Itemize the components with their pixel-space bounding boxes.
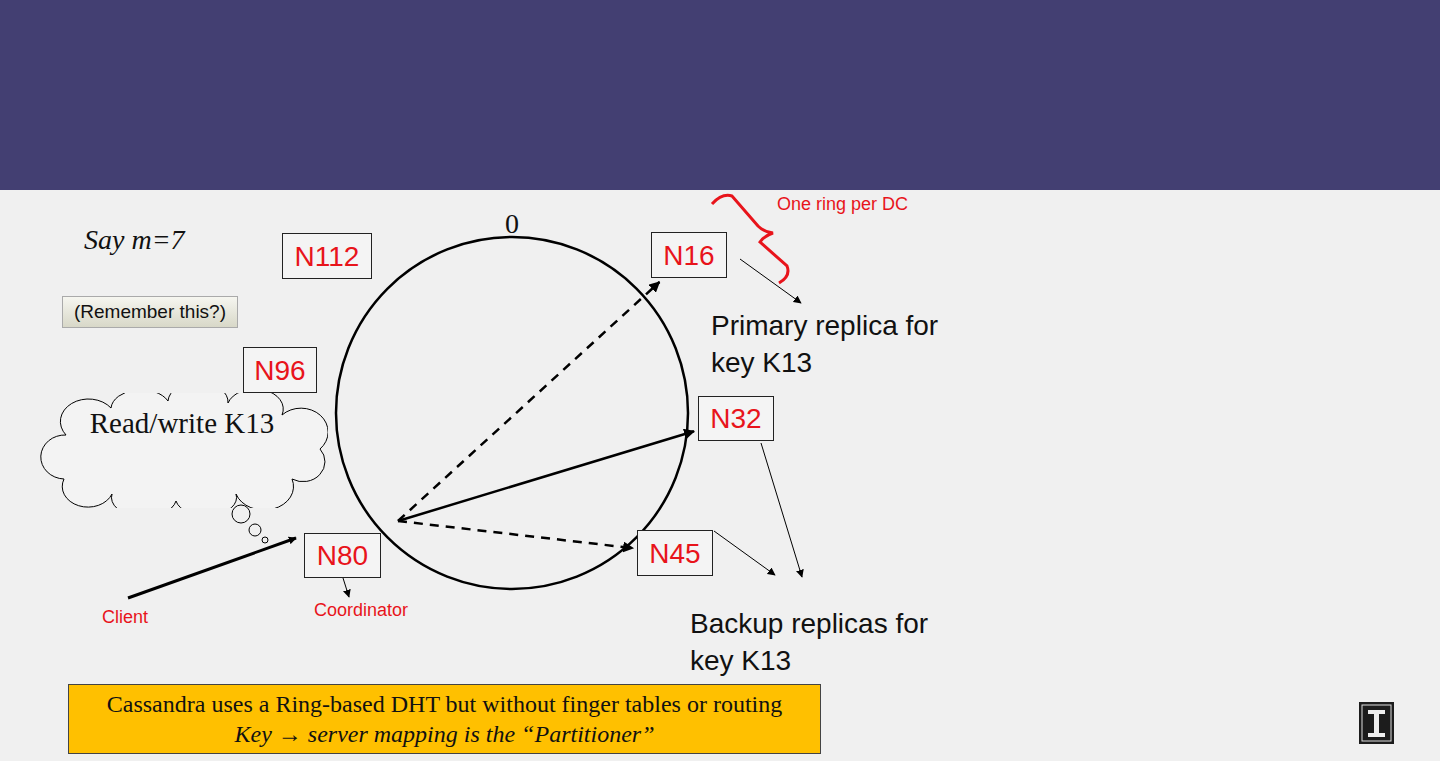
thought-bubble — [232, 505, 250, 523]
replica-note: Backup replicas for key K13 — [690, 605, 970, 679]
node-text: N96 — [254, 353, 305, 388]
node-text: Read/write K13 — [90, 405, 274, 441]
client-label: Client — [102, 606, 148, 630]
leader-line — [714, 531, 775, 575]
client-arrow — [128, 538, 296, 598]
leader-line — [343, 578, 349, 597]
ring — [336, 237, 688, 589]
replica-arrow — [398, 521, 633, 548]
thought-bubble — [249, 524, 261, 536]
ring-node-box: N112 — [282, 233, 372, 279]
ring-node-box: N45 — [637, 530, 713, 576]
leader-line — [761, 443, 802, 577]
note-box: (Remember this?) — [62, 296, 238, 328]
ring-node-box: N96 — [243, 347, 317, 393]
summary-box: Cassandra uses a Ring-based DHT but with… — [68, 684, 821, 754]
replica-note: Primary replica for key K13 — [711, 307, 986, 381]
parameter-note: Say m=7 — [84, 221, 185, 258]
node-text: (Remember this?) — [74, 300, 226, 324]
thought-cloud: Read/write K13 — [36, 393, 328, 508]
node-text: Key → server mapping is the “Partitioner… — [235, 719, 655, 749]
node-text: Cassandra uses a Ring-based DHT but with… — [107, 689, 782, 719]
coordinator-label: Coordinator — [314, 599, 408, 623]
node-text: N45 — [649, 536, 700, 571]
node-text: N112 — [295, 239, 360, 274]
replica-arrow — [398, 282, 659, 521]
bracket-note: One ring per DC — [777, 193, 908, 217]
ring-zero-mark: 0 — [505, 205, 519, 242]
replica-arrow — [398, 431, 694, 521]
leader-line — [740, 259, 801, 303]
node-text: N32 — [710, 401, 761, 436]
thought-bubble — [262, 537, 268, 543]
ring-node-box: N16 — [651, 232, 727, 278]
node-text: N80 — [317, 538, 368, 573]
header-band — [0, 0, 1440, 190]
node-text: N16 — [663, 238, 714, 273]
cloud-outline-path — [41, 393, 328, 508]
university-logo — [1359, 702, 1394, 744]
ring-node-box: N32 — [698, 396, 774, 441]
ring-node-box: N80 — [304, 533, 381, 578]
